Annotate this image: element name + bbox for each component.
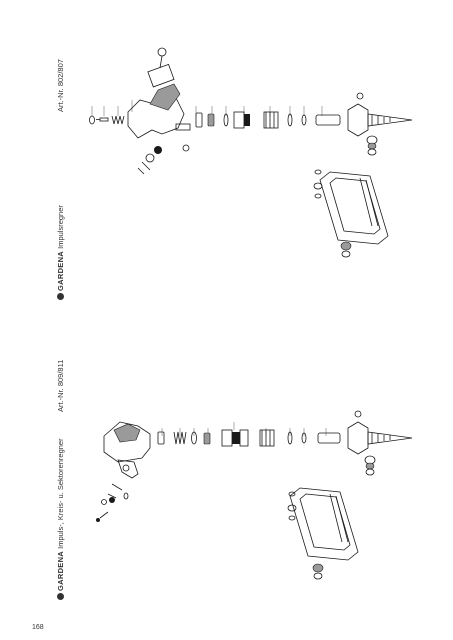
lower-exploded-view xyxy=(96,410,413,580)
lower-oring-2 xyxy=(287,431,293,445)
upper-part-callouts xyxy=(91,100,323,116)
upper-nut-2 xyxy=(207,113,215,127)
page-number: 168 xyxy=(32,624,44,631)
lower-sled-base xyxy=(287,487,359,580)
lower-sprinkler-head xyxy=(96,421,151,522)
lower-nut-2 xyxy=(203,432,211,445)
upper-sled-base xyxy=(313,169,389,258)
upper-washer xyxy=(89,115,95,125)
upper-nut-1 xyxy=(195,112,203,128)
upper-oring-3 xyxy=(301,114,307,126)
upper-screw xyxy=(96,117,109,122)
lower-riser-tube xyxy=(317,432,341,444)
lower-coupling xyxy=(221,429,275,447)
lower-spike xyxy=(347,410,413,476)
upper-exploded-view xyxy=(89,47,413,258)
upper-oring-1 xyxy=(223,113,229,127)
upper-oring-2 xyxy=(287,113,293,127)
upper-spring xyxy=(111,115,125,125)
lower-part-callouts xyxy=(161,422,327,436)
lower-oring-1 xyxy=(191,431,197,445)
upper-coupling xyxy=(233,111,279,129)
upper-riser-tube xyxy=(315,114,341,126)
lower-spring xyxy=(173,431,187,445)
lower-nut-1 xyxy=(157,431,165,445)
upper-sprinkler-head xyxy=(127,47,191,175)
lower-oring-3 xyxy=(301,432,307,444)
upper-spike xyxy=(347,92,413,156)
